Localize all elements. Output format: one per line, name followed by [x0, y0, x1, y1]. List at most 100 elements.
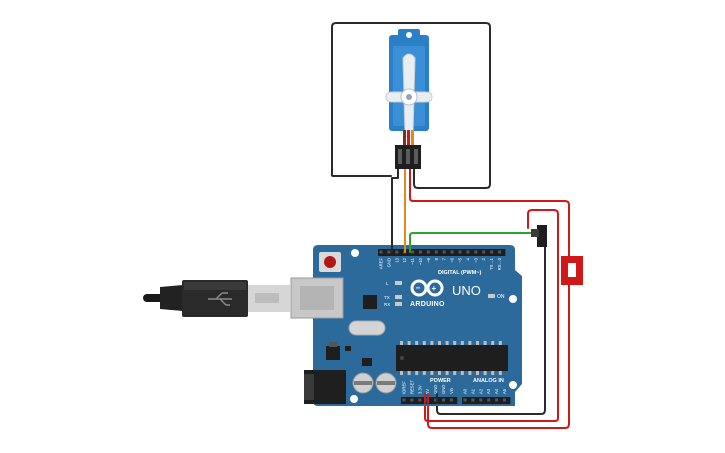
slide-switch[interactable] — [531, 225, 547, 247]
analog-pin-label: A4 — [494, 388, 499, 394]
digital-pin[interactable] — [426, 250, 430, 254]
on-label: ON — [497, 294, 505, 300]
regulator-tab — [329, 342, 337, 347]
wire-switch-ground[interactable] — [436, 239, 546, 415]
toggle-lever[interactable] — [568, 263, 576, 277]
power-pin[interactable] — [410, 398, 414, 402]
digital-pin[interactable] — [411, 250, 415, 254]
reset-button-cap[interactable] — [324, 256, 336, 268]
chip-leg — [468, 371, 472, 375]
power-label: POWER — [430, 378, 451, 384]
chip-leg — [468, 341, 472, 345]
chip-leg — [460, 371, 464, 375]
power-pin-label: RESET — [409, 380, 414, 394]
digital-pin[interactable] — [474, 250, 478, 254]
digital-pin[interactable] — [450, 250, 454, 254]
arduino-uno-board[interactable]: L TX RX ON − + ARDUINO UNO DIGITAL (PWM~… — [290, 245, 522, 406]
servo-motor[interactable] — [385, 29, 433, 169]
chip-leg — [438, 371, 441, 375]
minus-glyph: − — [416, 284, 421, 293]
mount-hole — [350, 395, 358, 403]
digital-pin-label: ~6 — [450, 257, 455, 262]
digital-label: DIGITAL (PWM~) — [438, 270, 482, 276]
analog-label: ANALOG IN — [473, 378, 504, 384]
chip-leg — [453, 341, 457, 345]
digital-pin-label: TX→1 — [489, 257, 494, 270]
analog-pin[interactable] — [479, 398, 483, 402]
usb-cable — [143, 280, 290, 317]
led-tx — [395, 295, 402, 299]
digital-pin-label: ~11 — [410, 257, 415, 264]
atmega-chip — [396, 345, 508, 371]
digital-pin[interactable] — [419, 250, 422, 254]
analog-pin[interactable] — [463, 398, 467, 402]
crystal-oscillator — [348, 320, 386, 336]
chip-leg — [430, 341, 434, 345]
usb-cable-strain-relief — [160, 285, 183, 311]
digital-pin-label: ~3 — [473, 257, 478, 262]
analog-pin-label: A1 — [470, 388, 475, 394]
digital-pin-label: RX←0 — [497, 257, 502, 270]
servo-horn-screw — [406, 94, 412, 100]
servo-cable-brown — [403, 130, 406, 146]
analog-pin[interactable] — [495, 398, 499, 402]
switch-body — [537, 225, 547, 247]
switch-lever[interactable] — [531, 229, 539, 237]
chip-leg — [476, 371, 479, 375]
wire-servo-ground[interactable] — [391, 165, 399, 249]
digital-pin-label: 13 — [394, 257, 399, 262]
power-pin[interactable] — [434, 398, 438, 402]
analog-pin[interactable] — [487, 398, 491, 402]
usb-plug-shade — [184, 282, 246, 290]
power-pin[interactable] — [442, 398, 445, 402]
usb-icon — [208, 292, 232, 306]
digital-pin[interactable] — [466, 250, 470, 254]
wire-switch-signal[interactable] — [409, 232, 532, 249]
chip-leg — [422, 371, 426, 375]
dc-power-jack-face — [304, 374, 314, 400]
servo-mount-hole-top — [406, 32, 412, 38]
digital-pin[interactable] — [395, 250, 399, 254]
analog-pin[interactable] — [471, 398, 475, 402]
digital-pin[interactable] — [387, 250, 391, 254]
digital-pin-label: ~9 — [426, 257, 431, 262]
digital-pin[interactable] — [379, 250, 383, 254]
small-chip — [345, 346, 351, 351]
power-pin[interactable] — [418, 398, 422, 402]
analog-pin-label: A5 — [502, 388, 507, 394]
power-pin-label: IOREF — [402, 381, 407, 394]
wire-switch-power[interactable] — [424, 209, 559, 422]
wire-servo-power[interactable] — [409, 165, 570, 429]
atmega-notch — [400, 356, 404, 360]
digital-pin[interactable] — [490, 250, 494, 254]
analog-pin-label: A2 — [478, 388, 483, 394]
power-pin[interactable] — [449, 398, 453, 402]
brand-text: ARDUINO — [410, 301, 445, 308]
digital-pin[interactable] — [458, 250, 462, 254]
digital-pin-label: ~5 — [458, 257, 463, 262]
analog-pin[interactable] — [503, 398, 506, 402]
plus-glyph: + — [432, 284, 437, 293]
usb-chip — [363, 295, 377, 309]
servo-connector-pin-1 — [398, 149, 402, 164]
digital-pin-label: 2 — [481, 257, 486, 260]
chip-leg — [415, 341, 419, 345]
digital-pin[interactable] — [434, 250, 438, 254]
digital-pin-label: AREF — [379, 258, 384, 270]
digital-pin[interactable] — [442, 250, 446, 254]
wire-ends — [391, 241, 438, 404]
mount-hole — [509, 295, 517, 303]
toggle-switch[interactable] — [561, 256, 583, 285]
chip-leg — [491, 371, 495, 375]
power-pin-label: 5V — [425, 389, 430, 394]
voltage-regulator — [326, 346, 340, 360]
power-pin[interactable] — [402, 398, 406, 402]
led-tx-label: TX — [384, 295, 390, 300]
wire-servo-frame[interactable] — [331, 22, 491, 189]
digital-pin[interactable] — [498, 250, 501, 254]
digital-pin[interactable] — [482, 250, 486, 254]
digital-pin-label: 12 — [402, 257, 407, 262]
